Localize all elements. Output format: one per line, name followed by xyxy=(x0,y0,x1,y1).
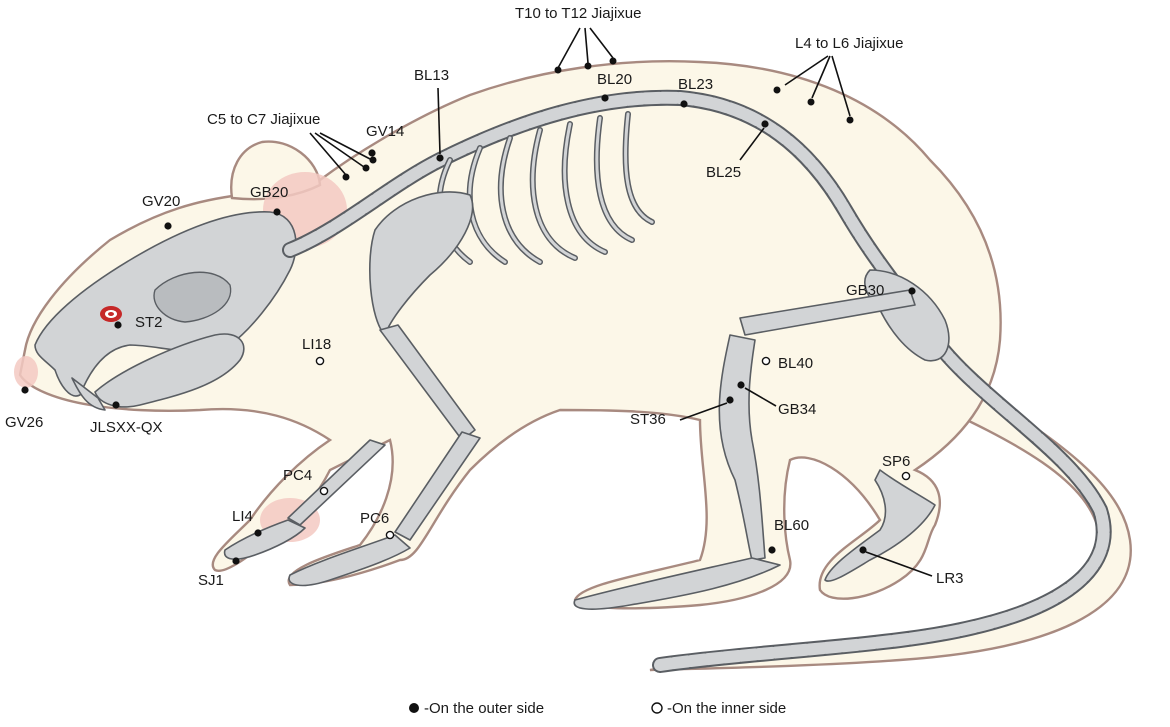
leader-line-lr3 xyxy=(865,551,933,577)
label-bl40: BL40 xyxy=(778,355,813,372)
acupoint-bl13: BL13 xyxy=(414,67,449,162)
point-gv14 xyxy=(368,149,376,157)
group-c5-c7: C5 to C7 Jiajixue xyxy=(207,111,377,181)
legend-inner-text: -On the inner side xyxy=(667,700,786,717)
group-l4-l6: L4 to L6 Jiajixue xyxy=(773,35,903,124)
label-sj1: SJ1 xyxy=(198,572,224,589)
acupoint-bl20: BL20 xyxy=(597,71,632,102)
acupoint-bl60: BL60 xyxy=(768,517,809,554)
point-gb34 xyxy=(737,381,745,389)
humerus xyxy=(379,324,476,441)
acupoint-jlsxx-qx: JLSXX-QX xyxy=(90,401,163,436)
leader-line-bl13 xyxy=(437,87,441,155)
forepaw-right xyxy=(288,534,411,587)
point-bl20 xyxy=(601,94,609,102)
scapula xyxy=(369,191,474,336)
point-gv20 xyxy=(164,222,172,230)
point-bl25 xyxy=(761,120,769,128)
label-gv20: GV20 xyxy=(142,193,180,210)
forearm-bones xyxy=(394,431,481,541)
label-li18: LI18 xyxy=(302,336,331,353)
legend-inner-marker xyxy=(651,702,663,714)
acupoint-sj1: SJ1 xyxy=(198,557,240,589)
point-bl60 xyxy=(768,546,776,554)
group-t10-t12: T10 to T12 Jiajixue xyxy=(515,5,641,74)
point-bl40 xyxy=(761,356,771,366)
acupoint-lr3: LR3 xyxy=(859,546,964,587)
point-gv26 xyxy=(21,386,29,394)
acupoint-gb30: GB30 xyxy=(846,282,916,299)
leader-line-gb34 xyxy=(744,387,777,407)
label-st36: ST36 xyxy=(630,411,666,428)
label-gb20: GB20 xyxy=(250,184,288,201)
acupoint-pc6: PC6 xyxy=(360,510,395,540)
hind-foot xyxy=(573,557,781,610)
point-li4 xyxy=(254,529,262,537)
label-sp6: SP6 xyxy=(882,453,910,470)
point-sj1 xyxy=(232,557,240,565)
label-bl20: BL20 xyxy=(597,71,632,88)
leader-line-st36 xyxy=(679,402,728,421)
acupoint-bl25: BL25 xyxy=(706,120,769,181)
eye xyxy=(100,306,122,322)
point-st2 xyxy=(114,321,122,329)
point-pc4 xyxy=(319,486,329,496)
label-pc6: PC6 xyxy=(360,510,389,527)
label-gv26: GV26 xyxy=(5,414,43,431)
legend: -On the outer side -On the inner side xyxy=(409,700,786,717)
point-gb30 xyxy=(908,287,916,295)
label-jlsxx-qx: JLSXX-QX xyxy=(90,419,163,436)
acupoint-bl40: BL40 xyxy=(761,355,813,372)
jaw xyxy=(94,333,245,408)
label-li4: LI4 xyxy=(232,508,253,525)
acupoint-li4: LI4 xyxy=(232,508,262,537)
point-li18 xyxy=(315,356,325,366)
label-t10-t12: T10 to T12 Jiajixue xyxy=(515,5,641,22)
label-pc4: PC4 xyxy=(283,467,312,484)
acupoint-gb34: GB34 xyxy=(737,381,816,418)
point-bl13 xyxy=(436,154,444,162)
label-bl25: BL25 xyxy=(706,164,741,181)
label-gv14: GV14 xyxy=(366,123,404,140)
label-lr3: LR3 xyxy=(936,570,964,587)
label-gb30: GB30 xyxy=(846,282,884,299)
label-bl23: BL23 xyxy=(678,76,713,93)
legend-outer-marker xyxy=(409,703,419,713)
nose-pink xyxy=(14,356,38,388)
point-jlsxx-qx xyxy=(112,401,120,409)
point-lr3 xyxy=(859,546,867,554)
point-gb20 xyxy=(273,208,281,216)
label-bl60: BL60 xyxy=(774,517,809,534)
acupoint-st2: ST2 xyxy=(114,314,163,331)
femur xyxy=(739,289,916,336)
acupoint-sp6: SP6 xyxy=(882,453,911,481)
label-l4-l6: L4 to L6 Jiajixue xyxy=(795,35,903,52)
acupoint-gv14: GV14 xyxy=(366,123,404,157)
skull-eye-socket xyxy=(153,271,232,323)
label-gb34: GB34 xyxy=(778,401,816,418)
label-st2: ST2 xyxy=(135,314,163,331)
label-bl13: BL13 xyxy=(414,67,449,84)
acupoint-gv20: GV20 xyxy=(142,193,180,230)
forepaw-left xyxy=(223,519,306,560)
point-sp6 xyxy=(901,471,911,481)
acupoint-pc4: PC4 xyxy=(283,467,329,496)
point-bl23 xyxy=(680,100,688,108)
leader-line-bl25 xyxy=(739,127,765,161)
legend-outer-text: -On the outer side xyxy=(424,700,544,717)
back-hind-leg xyxy=(824,469,936,582)
acupoint-li18: LI18 xyxy=(302,336,331,366)
acupoint-st36: ST36 xyxy=(630,396,734,428)
acupoint-bl23: BL23 xyxy=(678,76,713,108)
acupoint-gv26: GV26 xyxy=(5,386,43,431)
label-c5-c7: C5 to C7 Jiajixue xyxy=(207,111,320,128)
skeleton xyxy=(34,89,1112,673)
acupoint-gb20: GB20 xyxy=(250,184,288,216)
point-pc6 xyxy=(385,530,395,540)
point-st36 xyxy=(726,396,734,404)
incisor xyxy=(71,377,106,411)
